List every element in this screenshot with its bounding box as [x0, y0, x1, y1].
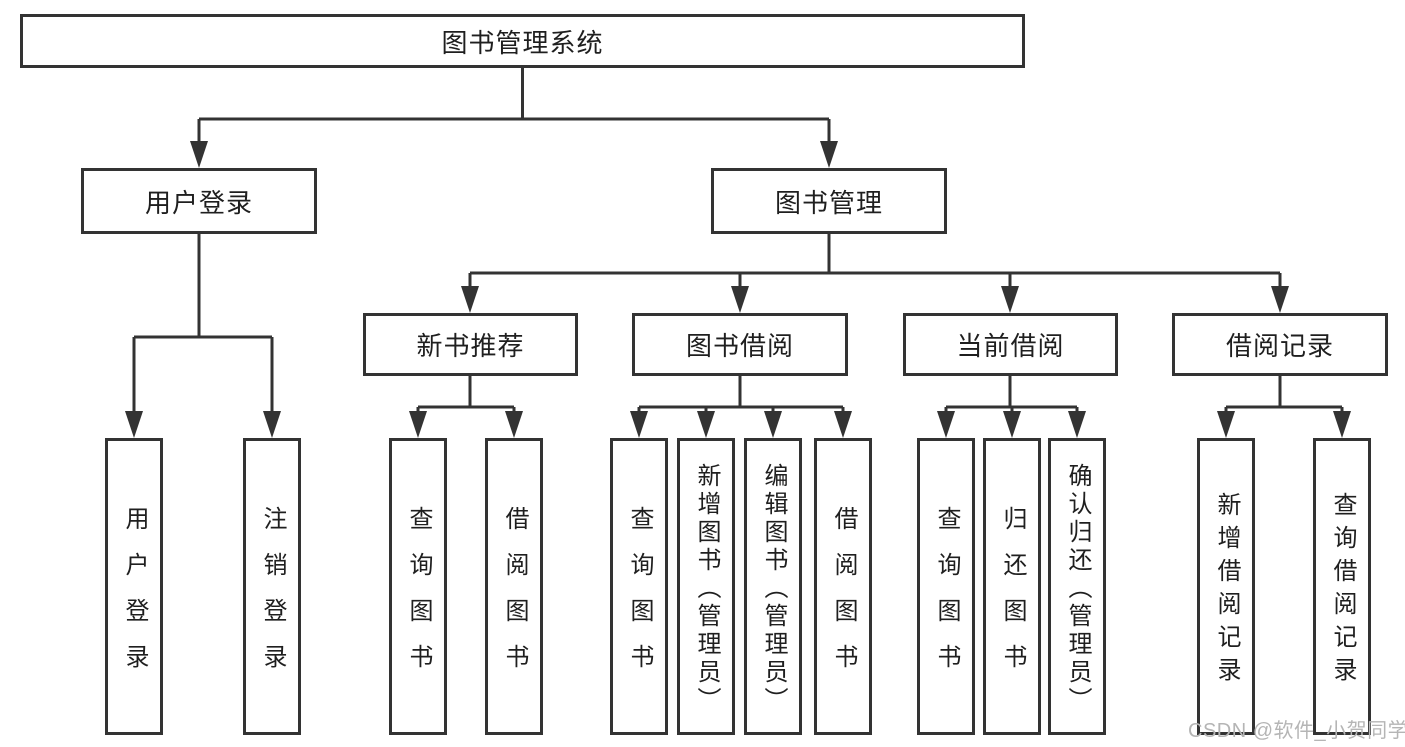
leaf-return-books-label: 归还图书 — [999, 505, 1026, 690]
leaf-query-borrow-record: 查询借阅记录 — [1313, 438, 1371, 735]
node-current-borrow: 当前借阅 — [903, 313, 1118, 376]
leaf-edit-books-admin: 编辑图书（管理员） — [744, 438, 802, 735]
node-borrow-records: 借阅记录 — [1172, 313, 1388, 376]
leaf-return-books: 归还图书 — [983, 438, 1041, 735]
leaf-query-borrow-record-label: 查询借阅记录 — [1329, 492, 1356, 690]
node-new-book-recommend: 新书推荐 — [363, 313, 578, 376]
node-root-system: 图书管理系统 — [20, 14, 1025, 68]
leaf-confirm-return-admin: 确认归还（管理员） — [1048, 438, 1106, 735]
leaf-add-books-admin-label: 新增图书（管理员） — [693, 462, 720, 715]
leaf-user-login: 用户登录 — [105, 438, 163, 735]
node-book-borrow: 图书借阅 — [632, 313, 848, 376]
node-borrow-records-label: 借阅记录 — [1225, 331, 1334, 361]
leaf-logout-label: 注销登录 — [259, 505, 286, 690]
node-user-login-label: 用户登录 — [144, 187, 253, 218]
leaf-borrow-books: 借阅图书 — [814, 438, 872, 735]
node-book-management: 图书管理 — [711, 168, 947, 234]
leaf-query-books-borrow: 查询图书 — [610, 438, 668, 735]
node-user-login: 用户登录 — [81, 168, 317, 234]
csdn-watermark: CSDN @软件_小贺同学 — [1188, 720, 1405, 742]
leaf-edit-books-admin-label: 编辑图书（管理员） — [760, 462, 787, 715]
leaf-query-books-recommend-label: 查询图书 — [405, 505, 432, 690]
node-current-borrow-label: 当前借阅 — [956, 331, 1065, 361]
leaf-add-borrow-record: 新增借阅记录 — [1197, 438, 1255, 735]
arrowheads — [125, 141, 1351, 438]
leaf-query-books-borrow-label: 查询图书 — [626, 505, 653, 690]
leaf-borrow-books-recommend: 借阅图书 — [485, 438, 543, 735]
leaf-borrow-books-label: 借阅图书 — [830, 505, 857, 690]
node-root-label: 图书管理系统 — [441, 27, 604, 58]
node-book-management-label: 图书管理 — [774, 187, 883, 218]
leaf-add-books-admin: 新增图书（管理员） — [677, 438, 735, 735]
leaf-user-login-label: 用户登录 — [121, 505, 148, 690]
leaf-logout: 注销登录 — [243, 438, 301, 735]
node-book-borrow-label: 图书借阅 — [685, 331, 794, 361]
leaf-borrow-books-recommend-label: 借阅图书 — [501, 505, 528, 690]
leaf-query-books-current-label: 查询图书 — [933, 505, 960, 690]
node-new-book-recommend-label: 新书推荐 — [416, 331, 525, 361]
leaf-confirm-return-admin-label: 确认归还（管理员） — [1064, 462, 1091, 715]
leaf-add-borrow-record-label: 新增借阅记录 — [1213, 492, 1240, 690]
leaf-query-books-recommend: 查询图书 — [389, 438, 447, 735]
leaf-query-books-current: 查询图书 — [917, 438, 975, 735]
